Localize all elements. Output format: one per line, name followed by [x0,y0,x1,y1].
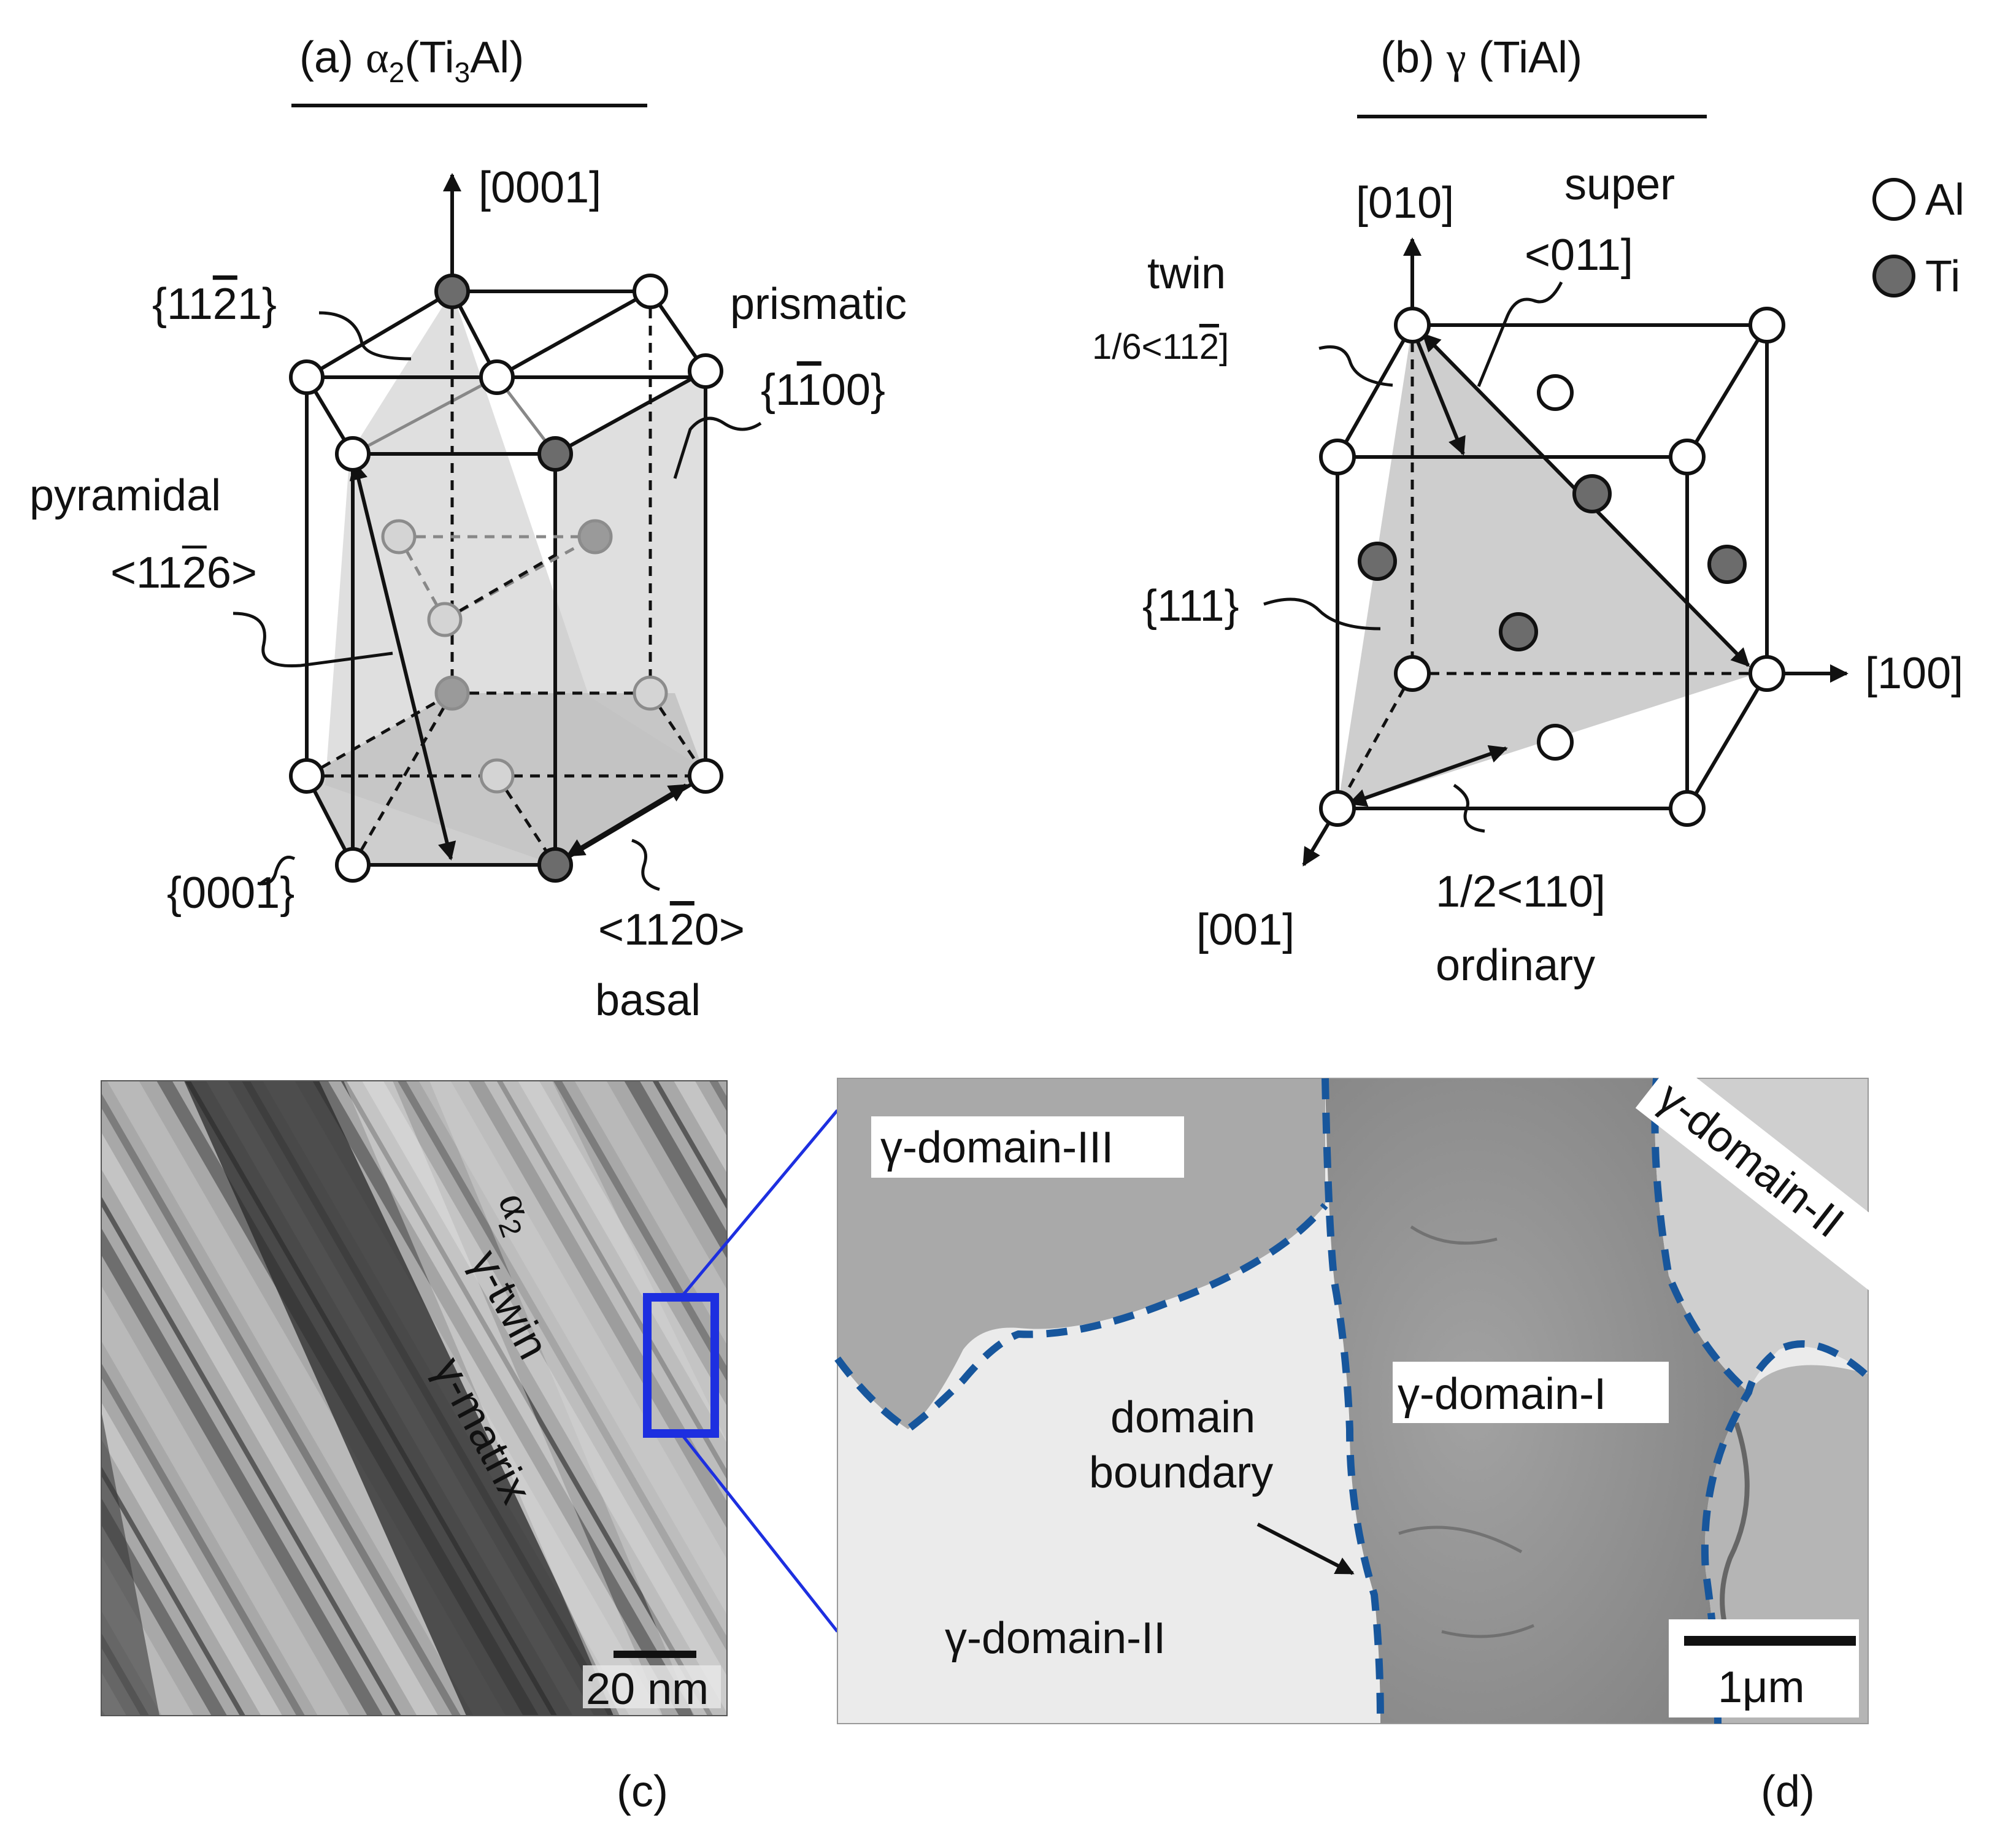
pyramidal-direction-arrow [349,461,456,861]
super-direction-label: <011] [1525,231,1633,280]
ordinary-direction-label: 1/2<110] [1436,867,1606,916]
legend-al-label: Al [1925,175,1964,224]
c-axis-label: [0001] [479,163,601,212]
axis-100-label: [100] [1865,649,1963,698]
domain-iii-label: γ-domain-III [880,1123,1114,1172]
panel-a-title: (a) α2(Ti3Al) [299,33,524,88]
boundary-iii [834,1203,1328,1434]
ordinary-direction-arrow [1348,745,1508,807]
basal-direction-arrow [566,783,688,858]
panel-b: (b) γ (TiAl) [010] [100] [001] [1092,33,1964,990]
axis-001-label: [001] [1196,905,1295,954]
domain-boundary-label-2: boundary [1089,1448,1273,1497]
prismatic-label: prismatic [730,280,907,329]
prismatic-plane-label: {1100} [761,366,885,415]
panel-d-caption: (d) [1761,1767,1815,1816]
panel-c-caption: (c) [617,1767,668,1816]
super-label: super [1564,160,1675,209]
legend-al-swatch [1872,178,1915,221]
legend-ti-label: Ti [1925,252,1960,301]
twin-direction-label: 1/6<112] [1092,327,1229,367]
plane-111-label: {111} [1142,581,1239,631]
twin-label: twin [1147,249,1226,298]
pyramidal-plane-label: {1121} [152,280,277,329]
pyramidal-label: pyramidal [29,471,221,520]
panel-d: γ-domain-III γ-domain-I γ-domain-II γ-do… [834,1059,1920,1816]
pyramidal-direction-label: <1126> [110,548,257,597]
zoom-line-bottom [680,1432,839,1633]
domain-ii-bottom-label: γ-domain-II [945,1614,1166,1663]
boundary-i-left [1322,1078,1384,1724]
axis-010-label: [010] [1356,178,1454,228]
boundary-i-right [1651,1078,1751,1395]
basal-direction-label: <1120> [598,905,745,954]
ordinary-label: ordinary [1436,941,1595,990]
domain-boundary-arrow [1256,1522,1355,1575]
scale-bar-d-label: 1μm [1718,1663,1805,1712]
domain-boundary-label-1: domain [1110,1393,1255,1442]
legend: Al Ti [1872,175,1964,301]
basal-label: basal [595,976,701,1025]
panel-c: α2 γ-twin γ-matrix 20 nm (c) [101,1080,728,1816]
legend-ti-swatch [1872,255,1915,297]
zoom-line-top [680,1109,839,1299]
domain-i-label: γ-domain-I [1398,1370,1606,1419]
panel-a: (a) α2(Ti3Al) [29,33,907,1025]
panel-b-title: (b) γ (TiAl) [1380,33,1582,82]
scale-bar-c-label: 20 nm [586,1665,709,1714]
